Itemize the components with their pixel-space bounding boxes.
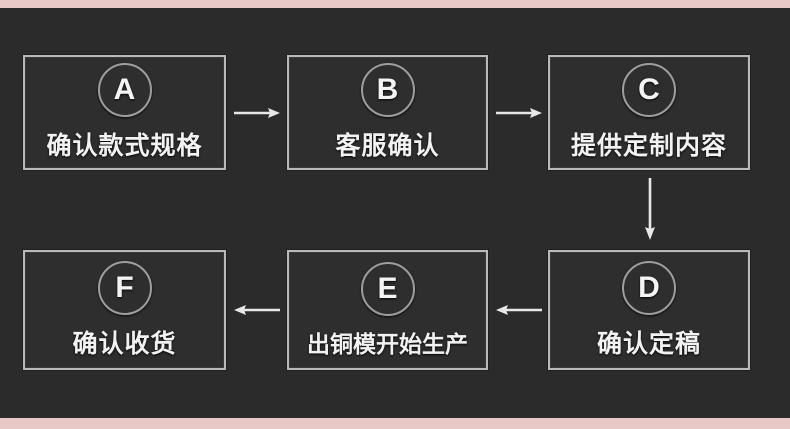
connector-e-to-f-arrow-icon [232,300,282,320]
connector-c-to-d-arrow-icon [640,176,660,244]
flow-node-d-label: 确认定稿 [596,329,701,358]
flow-node-a[interactable]: A 确认款式规格 [23,55,226,170]
connector-d-to-e-arrow-icon [494,300,544,320]
flow-node-c-label: 提供定制内容 [570,132,727,160]
flow-node-c[interactable]: C 提供定制内容 [548,55,750,170]
top-accent-band [0,0,790,8]
step-badge-b: B [360,63,415,117]
step-badge-d: D [622,260,676,315]
step-badge-c: C [622,63,676,117]
flow-node-a-label: 确认款式规格 [46,132,203,160]
connector-a-to-b-arrow-icon [232,103,282,123]
flow-node-d[interactable]: D 确认定稿 [548,250,750,370]
step-badge-e: E [360,261,415,316]
connector-b-to-c-arrow-icon [494,103,544,123]
flow-node-e-label: 出铜模开始生产 [307,330,468,357]
flow-node-f[interactable]: F 确认收货 [23,250,226,370]
bottom-accent-band [0,418,790,429]
step-badge-a: A [97,63,152,117]
flow-node-e[interactable]: E 出铜模开始生产 [287,250,488,370]
flow-node-b[interactable]: B 客服确认 [287,55,488,170]
flow-node-f-label: 确认收货 [72,329,177,358]
flowchart-canvas: A 确认款式规格 B 客服确认 C 提供定制内容 F 确认收货 E 出铜模开始生… [0,8,790,418]
step-badge-f: F [97,260,152,315]
flow-node-b-label: 客服确认 [335,132,440,160]
